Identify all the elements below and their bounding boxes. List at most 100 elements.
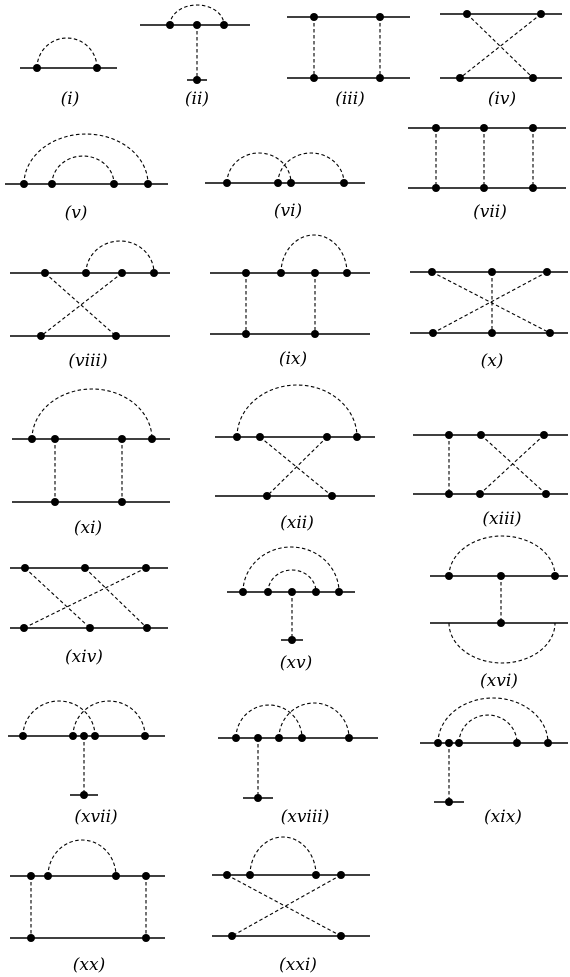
dashed-propagator [84,567,148,629]
caption-xix: (xix) [484,807,522,827]
vertex [110,180,118,188]
vertex [343,269,351,277]
diagram-xiii: (xiii) [413,431,568,529]
vertex [28,435,36,443]
vertex [118,269,126,277]
vertex [118,498,126,506]
diagram-ii: (ii) [140,4,250,109]
vertex [529,184,537,192]
diagram-xxi: (xxi) [212,836,370,975]
vertex [254,734,262,742]
caption-xviii: (xviii) [281,807,330,827]
vertex [223,871,231,879]
vertex [27,872,35,880]
dashed-propagator [44,272,117,337]
vertex [353,433,361,441]
caption-xxi: (xxi) [279,955,317,975]
dashed-arc [277,152,345,184]
vertex [463,10,471,18]
caption-v: (v) [65,203,88,223]
vertex [445,572,453,580]
dashed-propagator [466,13,534,79]
vertex [323,433,331,441]
vertex [311,269,319,277]
dashed-arc [448,622,556,664]
dashed-arc [236,384,358,438]
diagram-x: (x) [410,268,568,371]
vertex [480,124,488,132]
vertex [310,74,318,82]
vertex [19,732,27,740]
vertex [456,74,464,82]
dashed-arc [437,697,549,744]
dashed-arc [448,535,556,577]
vertex [312,871,320,879]
vertex [81,564,89,572]
vertex [376,74,384,82]
vertex [223,179,231,187]
vertex [337,871,345,879]
vertex [335,588,343,596]
dashed-arc [458,714,518,744]
vertex [288,636,296,644]
vertex [287,179,295,187]
vertex [242,269,250,277]
vertex [166,21,174,29]
vertex [477,431,485,439]
diagram-xix: (xix) [420,697,568,827]
vertex [144,180,152,188]
caption-ix: (ix) [279,349,307,369]
diagram-vi: (vi) [205,152,365,221]
vertex [345,734,353,742]
caption-xii: (xii) [280,513,314,533]
dashed-propagator [231,874,342,937]
vertex [445,798,453,806]
vertex [193,21,201,29]
vertex [193,76,201,84]
vertex [141,732,149,740]
vertex [488,268,496,276]
vertex [242,330,250,338]
vertex [48,180,56,188]
dashed-propagator [40,272,123,337]
vertex [311,330,319,338]
dashed-arc [51,155,115,185]
vertex [445,431,453,439]
caption-i: (i) [61,89,80,109]
vertex [455,739,463,747]
vertex [51,435,59,443]
vertex [228,932,236,940]
diagram-xiv: (xiv) [10,564,168,667]
vertex [497,619,505,627]
diagram-xx: (xx) [10,839,165,975]
dashed-arc [249,836,317,876]
dashed-arc [72,700,146,737]
vertex [33,64,41,72]
dashed-arc [267,569,317,593]
vertex [150,269,158,277]
vertex [376,13,384,21]
vertex [112,872,120,880]
diagram-xv: (xv) [227,546,355,673]
vertex [41,269,49,277]
diagram-v: (v) [5,133,168,223]
dashed-arc [47,839,117,877]
dashed-propagator [431,271,551,334]
dashed-propagator [24,567,91,629]
caption-xvi: (xvi) [480,671,518,691]
vertex [476,490,484,498]
vertex [445,490,453,498]
vertex [298,734,306,742]
dashed-arc [22,700,96,737]
dashed-arc [226,152,292,184]
vertex [51,498,59,506]
diagram-viii: (viii) [10,240,170,371]
vertex [428,268,436,276]
dashed-propagator [459,13,542,79]
vertex [256,433,264,441]
vertex [232,734,240,742]
vertex [488,329,496,337]
dashed-arc [169,4,225,26]
vertex [86,624,94,632]
